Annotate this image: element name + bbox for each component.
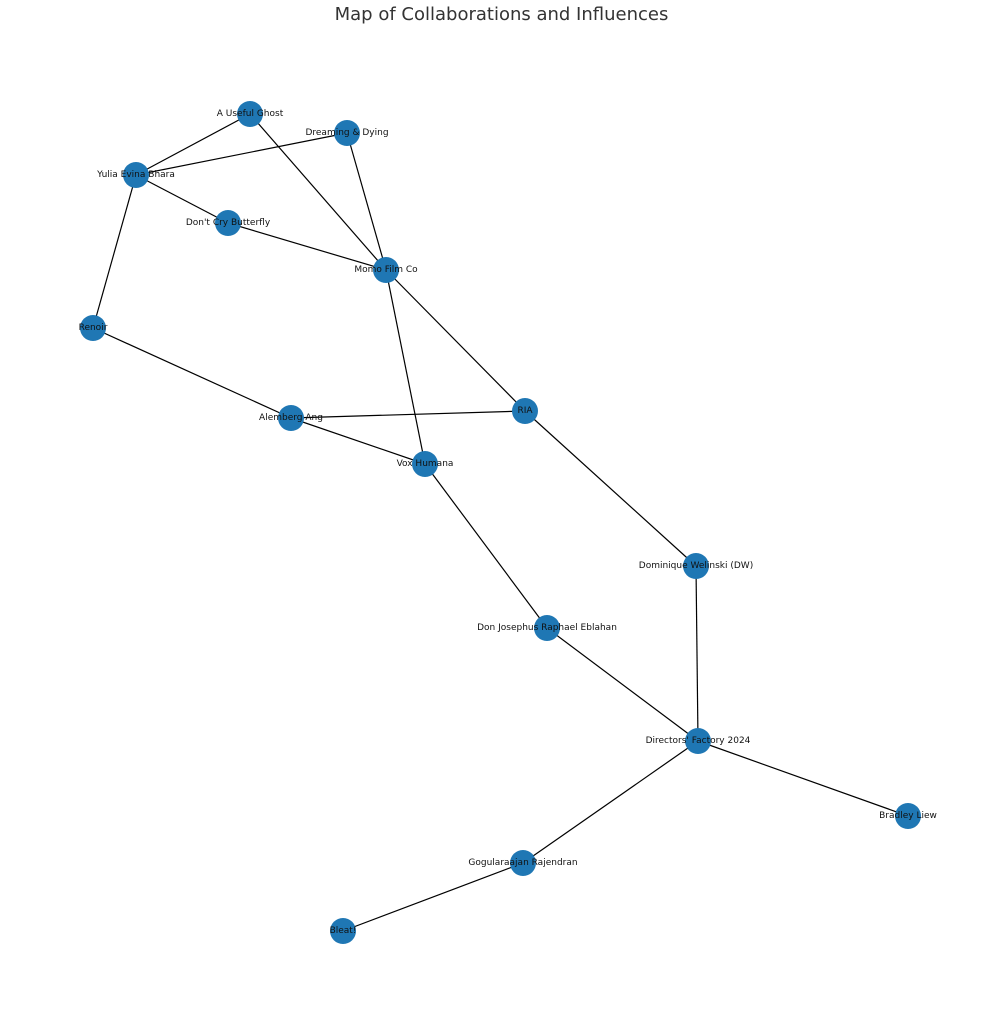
node-bradley-liew [895, 803, 921, 829]
node-ria [512, 398, 538, 424]
edges-layer [92, 113, 909, 932]
edge-a-useful-ghost-yulia-evina-bhara [135, 113, 251, 176]
node-label: Renoir [79, 323, 108, 333]
node-dominique-welinski-dw [683, 553, 709, 579]
node-label: Dominique Welinski (DW) [639, 561, 753, 571]
nodes-layer [80, 101, 921, 944]
edge-a-useful-ghost-momo-film-co [249, 113, 387, 271]
node-renoir [80, 315, 106, 341]
node-bleat [330, 918, 356, 944]
node-label: A Useful Ghost [217, 109, 284, 119]
edge-alemberg-ang-vox-humana [290, 417, 426, 465]
node-alemberg-ang [278, 405, 304, 431]
edge-yulia-evina-bhara-renoir [92, 174, 137, 329]
node-don-josephus-raphael-eblahan [534, 615, 560, 641]
node-label: Vox Humana [397, 459, 454, 469]
edge-momo-film-co-ria [385, 269, 526, 412]
node-label: RIA [517, 406, 533, 416]
edge-dominique-welinski-dw-directors-factory-2024 [695, 565, 699, 742]
node-yulia-evina-bhara [123, 162, 149, 188]
node-label: Yulia Evina Bhara [96, 170, 175, 180]
node-label: Alemberg Ang [259, 413, 323, 423]
edge-don-t-cry-butterfly-momo-film-co [227, 222, 387, 271]
node-label: Don Josephus Raphael Eblahan [477, 623, 617, 633]
edge-dreaming-dying-yulia-evina-bhara [135, 132, 348, 176]
node-dreaming-dying [334, 120, 360, 146]
node-momo-film-co [373, 257, 399, 283]
edge-directors-factory-2024-gogularaajan-rajendran [522, 740, 699, 864]
node-a-useful-ghost [237, 101, 263, 127]
node-label: Don't Cry Butterfly [186, 218, 271, 228]
edge-alemberg-ang-ria [290, 410, 526, 419]
node-label: Dreaming & Dying [305, 128, 388, 138]
node-vox-humana [412, 451, 438, 477]
edge-gogularaajan-rajendran-bleat [342, 862, 524, 932]
edge-vox-humana-don-josephus-raphael-eblahan [424, 463, 548, 629]
edge-don-josephus-raphael-eblahan-directors-factory-2024 [546, 627, 699, 742]
node-label: Gogularaajan Rajendran [468, 858, 577, 868]
edge-renoir-alemberg-ang [92, 327, 292, 419]
node-directors-factory-2024 [685, 728, 711, 754]
node-label: Bradley Liew [879, 811, 937, 821]
node-don-t-cry-butterfly [215, 210, 241, 236]
node-label: Directors' Factory 2024 [646, 736, 751, 746]
edge-momo-film-co-vox-humana [385, 269, 426, 465]
edge-ria-dominique-welinski-dw [524, 410, 697, 567]
chart-title: Map of Collaborations and Influences [334, 4, 669, 25]
edge-directors-factory-2024-bradley-liew [697, 740, 909, 817]
edge-dreaming-dying-momo-film-co [346, 132, 387, 271]
node-label: Momo Film Co [354, 265, 418, 275]
edge-yulia-evina-bhara-don-t-cry-butterfly [135, 174, 229, 224]
node-label: Bleat! [330, 926, 357, 936]
node-gogularaajan-rajendran [510, 850, 536, 876]
